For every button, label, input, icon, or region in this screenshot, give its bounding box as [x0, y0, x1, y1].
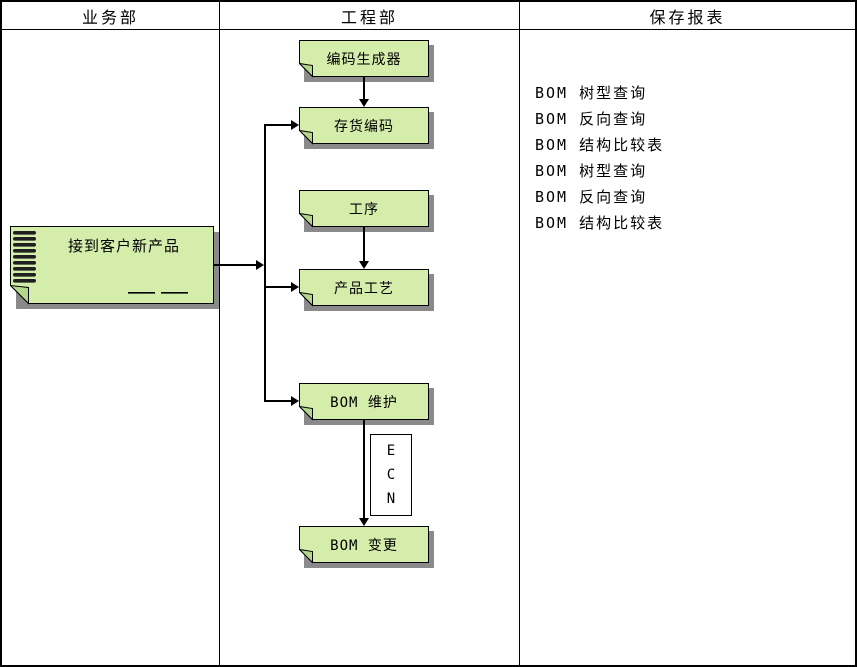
connector-bom-maintenance-to-bom-change	[363, 420, 365, 518]
flow-node-label: 产品工艺	[334, 280, 394, 297]
ecn-letter: E	[386, 443, 396, 459]
document-shape	[9, 226, 219, 309]
flow-node-bom-change[interactable]: BOM 变更	[298, 526, 435, 569]
connector-code-generator-to-inventory-code	[363, 77, 365, 99]
flow-node-operation[interactable]: 工序	[298, 190, 435, 233]
flow-node-shape	[298, 107, 434, 149]
flow-node-label: 存货编码	[334, 118, 394, 135]
connector-branch-bom-maintenance	[264, 400, 291, 402]
report-link-bom-structure-compare[interactable]: BOM 结构比较表	[535, 136, 665, 154]
report-link-bom-structure-compare[interactable]: BOM 结构比较表	[535, 214, 665, 232]
lane-saved-reports: 保存报表	[520, 2, 855, 665]
arrowhead-down-bom-change-icon	[359, 518, 369, 526]
arrowhead-junction-icon	[256, 260, 264, 270]
connector-operation-to-product-routing	[363, 227, 365, 261]
connector-branch-vertical	[264, 124, 266, 402]
arrowhead-down-inventory-code-icon	[359, 99, 369, 107]
lane-business-dept: 业务部	[2, 2, 220, 665]
report-link-bom-tree-query[interactable]: BOM 树型查询	[535, 84, 648, 102]
flow-node-product-routing[interactable]: 产品工艺	[298, 269, 435, 312]
report-link-bom-reverse-query[interactable]: BOM 反向查询	[535, 110, 648, 128]
flow-node-label: 工序	[349, 201, 379, 218]
connector-branch-product-routing	[264, 286, 291, 288]
source-document-node[interactable]: 接到客户新产品	[9, 226, 220, 310]
arrowhead-bom-maintenance-icon	[291, 396, 299, 406]
arrowhead-inventory-code-icon	[291, 120, 299, 130]
flow-node-label: 编码生成器	[326, 51, 402, 68]
ecn-letter: N	[386, 491, 396, 507]
saved-reports-list: BOM 树型查询 BOM 反向查询 BOM 结构比较表 BOM 树型查询 BOM…	[535, 80, 664, 236]
report-link-bom-reverse-query[interactable]: BOM 反向查询	[535, 188, 648, 206]
ecn-letter: C	[386, 467, 396, 483]
lane-engineering-dept: 工程部	[220, 2, 520, 665]
flow-node-shape	[298, 383, 434, 425]
lane-header-business-dept: 业务部	[2, 2, 219, 30]
flow-node-shape	[298, 526, 434, 568]
arrowhead-down-product-routing-icon	[359, 261, 369, 269]
source-document-label: 接到客户新产品	[67, 237, 180, 255]
connector-doc-to-junction	[214, 264, 257, 266]
ecn-label-box: E C N	[370, 434, 412, 516]
spiral-binding-icon	[13, 231, 36, 283]
report-link-bom-tree-query[interactable]: BOM 树型查询	[535, 162, 648, 180]
flow-node-code-generator[interactable]: 编码生成器	[298, 40, 435, 83]
flow-node-inventory-code[interactable]: 存货编码	[298, 107, 435, 150]
arrowhead-product-routing-icon	[291, 282, 299, 292]
connector-branch-inventory-code	[264, 124, 291, 126]
flow-node-bom-maintenance[interactable]: BOM 维护	[298, 383, 435, 426]
lane-header-engineering-dept: 工程部	[220, 2, 519, 30]
flow-node-shape	[298, 190, 434, 232]
flow-node-label: BOM 维护	[330, 394, 398, 411]
lane-header-saved-reports: 保存报表	[520, 2, 855, 30]
flow-node-label: BOM 变更	[330, 537, 398, 554]
flow-node-shape	[298, 40, 434, 82]
flow-node-shape	[298, 269, 434, 311]
